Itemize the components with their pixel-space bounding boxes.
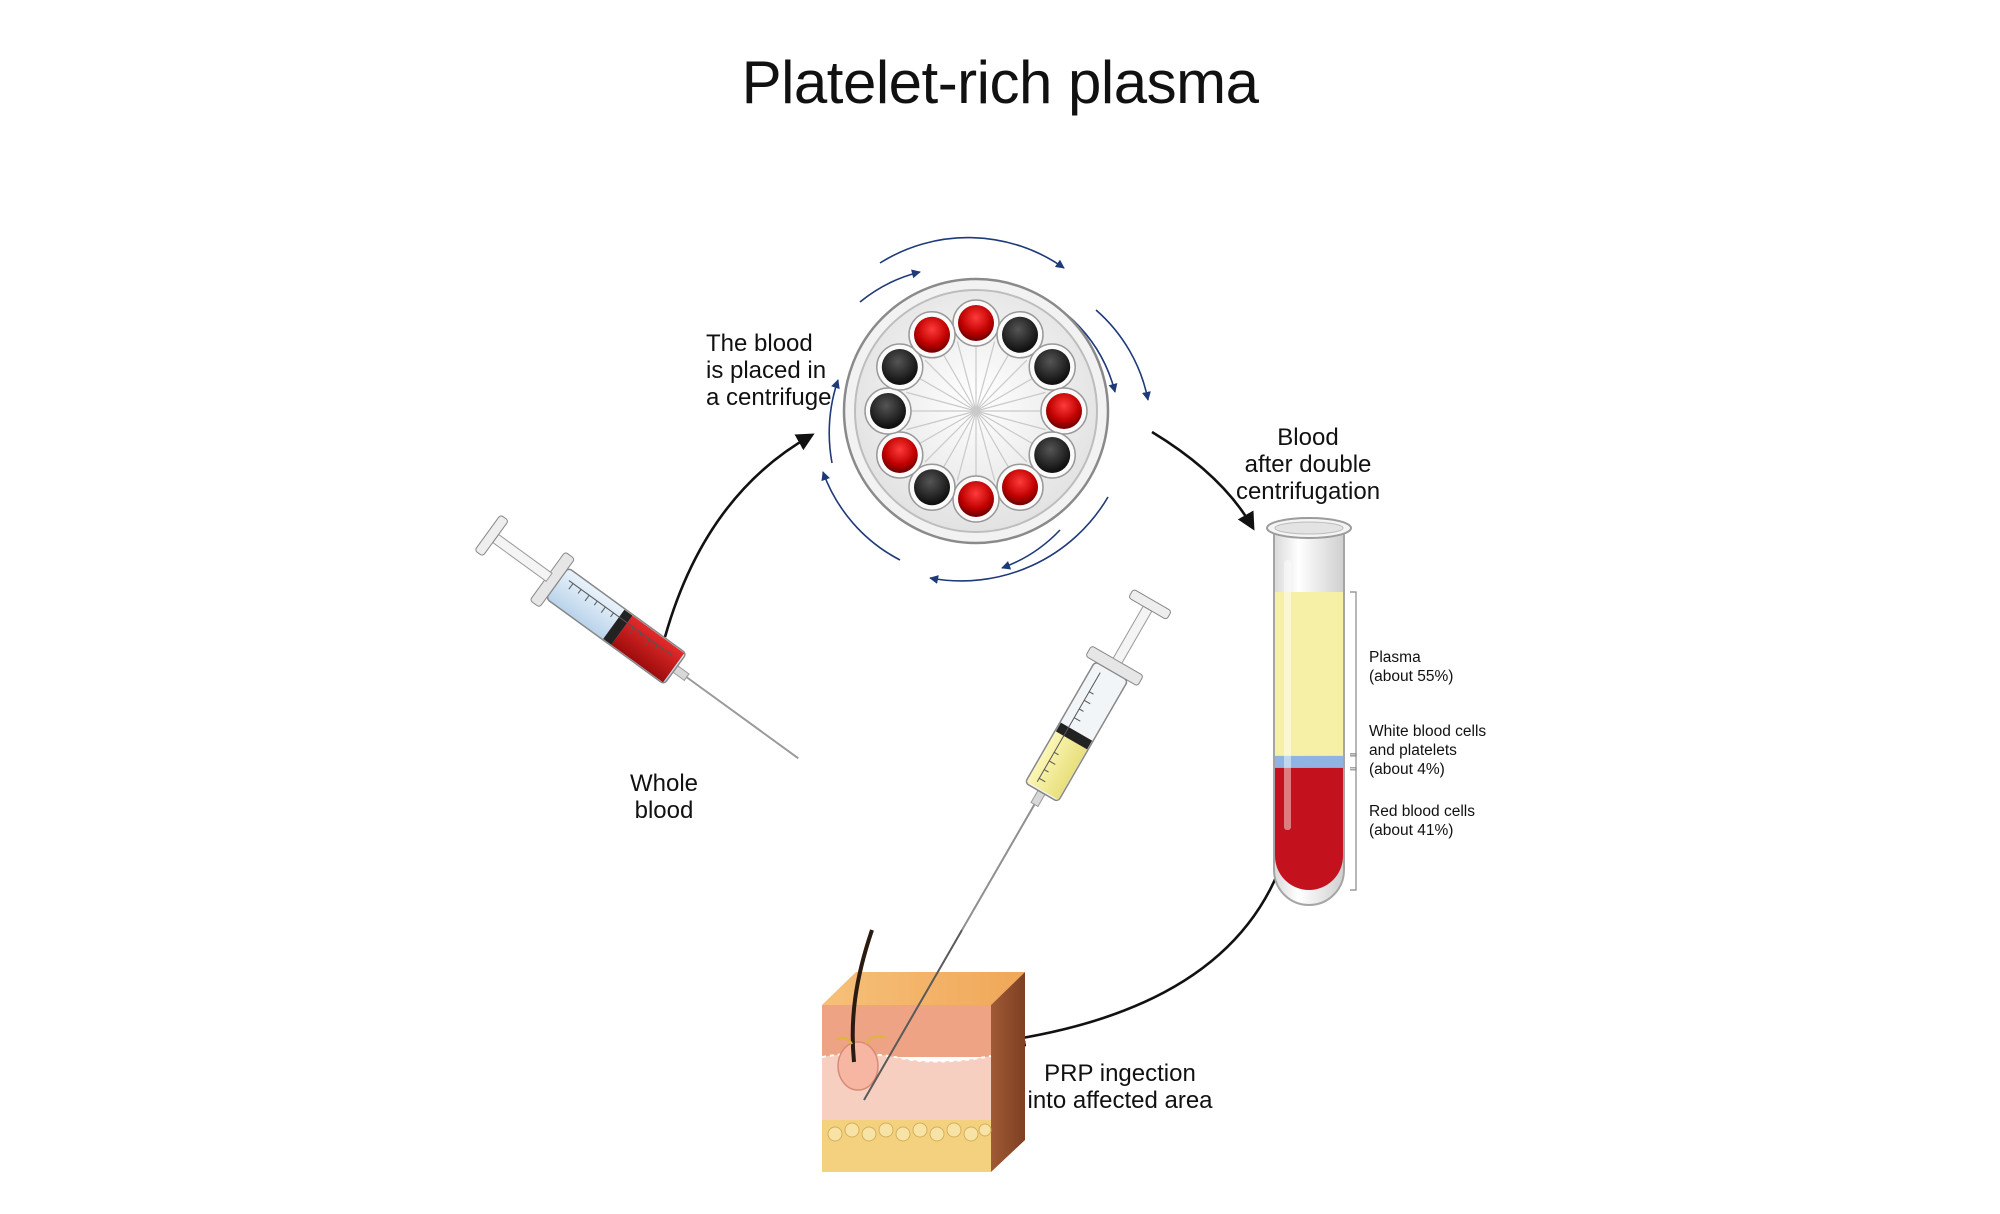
centrifuge-spokes bbox=[904, 339, 1048, 483]
label-red-cells: Red blood cells (about 41%) bbox=[1369, 803, 1475, 839]
hair-follicle-icon bbox=[835, 929, 887, 1091]
label-prp-injection: PRP ingection into affected area bbox=[1027, 1060, 1213, 1114]
centrifuge-tube bbox=[952, 299, 1000, 347]
label-plasma: Plasma (about 55%) bbox=[1369, 649, 1454, 685]
flow-arrow-to-tube bbox=[1151, 430, 1255, 531]
centrifuge-tube bbox=[864, 387, 912, 435]
red-cells-layer bbox=[1275, 767, 1343, 890]
centrifuge-tube bbox=[952, 475, 1000, 523]
test-tube-icon bbox=[1266, 517, 1357, 906]
centrifuge-tube bbox=[908, 311, 956, 359]
flow-arrow-to-centrifuge bbox=[663, 433, 815, 638]
layer-bracket bbox=[1350, 591, 1357, 757]
centrifuge-tube bbox=[908, 463, 956, 511]
label-whole-blood: Whole blood bbox=[629, 770, 699, 824]
centrifuge-tubes bbox=[864, 299, 1088, 523]
plasma-layer bbox=[1275, 592, 1343, 756]
flow-arrow-to-skin bbox=[1007, 874, 1279, 1047]
label-white-cells: White blood cells and platelets (about 4… bbox=[1369, 723, 1487, 778]
layer-bracket bbox=[1350, 753, 1357, 771]
label-centrifuge-step: The blood is placed in a centrifuge bbox=[706, 330, 832, 411]
centrifuge-icon bbox=[821, 236, 1151, 584]
centrifuge-tube bbox=[1028, 343, 1076, 391]
layer-bracket bbox=[1350, 767, 1357, 891]
syringe-icon bbox=[475, 515, 799, 760]
centrifuge-tube bbox=[1040, 387, 1088, 435]
white-cells-layer bbox=[1275, 755, 1343, 768]
prp-syringe-icon bbox=[961, 589, 1171, 931]
label-after-centrifugation: Blood after double centrifugation bbox=[1235, 424, 1381, 505]
centrifuge-tube bbox=[876, 431, 924, 479]
page-title: Platelet-rich plasma bbox=[741, 49, 1259, 116]
skin-cross-section-icon bbox=[821, 929, 1025, 1172]
centrifuge-tube bbox=[996, 311, 1044, 359]
centrifuge-tube bbox=[996, 463, 1044, 511]
tube-layers bbox=[1275, 592, 1343, 890]
layer-brackets bbox=[1350, 591, 1357, 891]
centrifuge-tube bbox=[1028, 431, 1076, 479]
centrifuge-tube bbox=[876, 343, 924, 391]
